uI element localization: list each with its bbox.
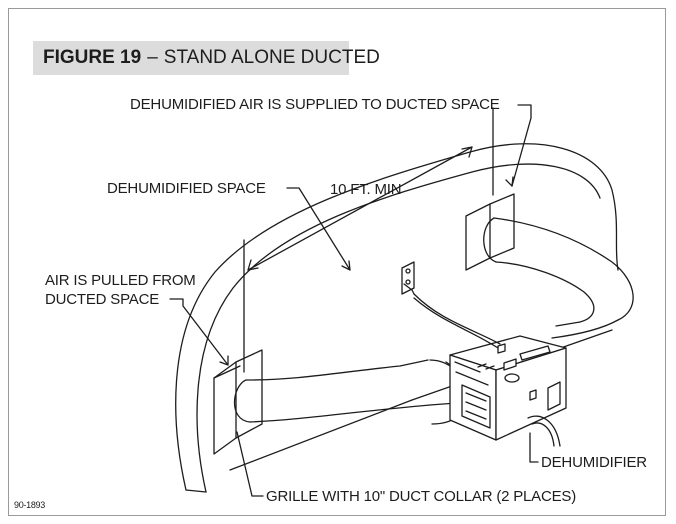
dehumidifier-unit-icon (449, 335, 567, 447)
figure-title-band: FIGURE 19 – STAND ALONE DUCTED (33, 41, 380, 75)
document-code: 90-1893 (14, 500, 45, 510)
left-grille (213, 349, 263, 455)
dimension-line (243, 107, 494, 373)
label-return-line1: AIR IS PULLED FROM (45, 272, 196, 289)
leader-lines (169, 104, 539, 497)
electrical-outlet-icon (401, 261, 501, 349)
label-dehumidifier: DEHUMIDIFIER (541, 454, 647, 471)
label-grille: GRILLE WITH 10" DUCT COLLAR (2 PLACES) (266, 488, 577, 505)
label-dehumidified-space: DEHUMIDIFIED SPACE (107, 180, 266, 197)
label-supply: DEHUMIDIFIED AIR IS SUPPLIED TO DUCTED S… (130, 96, 500, 113)
ducted-space-wall (175, 143, 619, 493)
figure-number: FIGURE 19 (43, 47, 142, 68)
duct-pipes (234, 217, 634, 425)
figure-separator: – (147, 47, 158, 68)
figure-title: STAND ALONE DUCTED (163, 47, 380, 68)
label-return-line2: DUCTED SPACE (45, 291, 160, 308)
label-distance: 10 FT. MIN (330, 181, 402, 198)
